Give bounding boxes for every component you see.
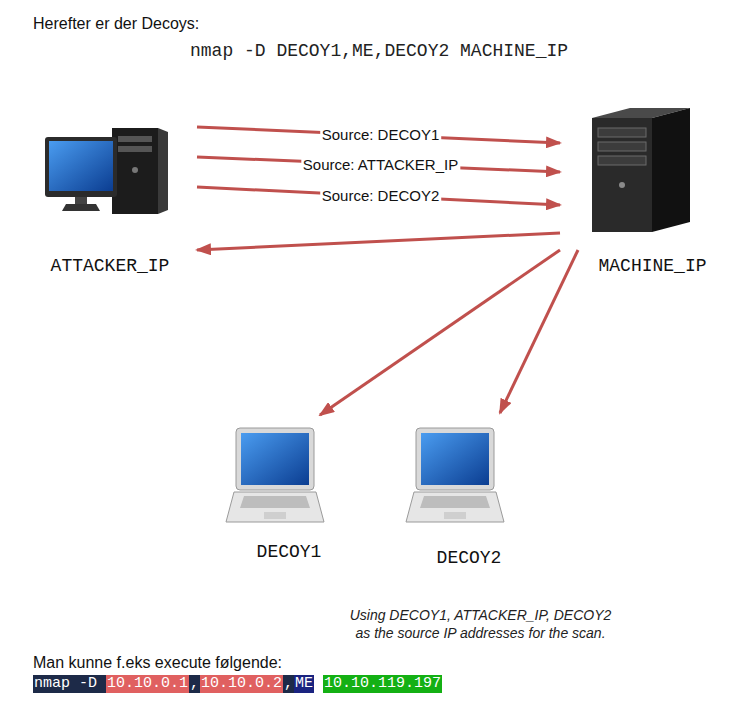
decoy-laptop: DECOY1 <box>225 415 353 565</box>
desktop-computer-icon <box>45 128 168 214</box>
packet-arrow <box>320 250 560 415</box>
laptop-touchpad <box>264 512 286 519</box>
drive-bay <box>118 136 152 142</box>
decoy-ip: 10.10.0.1 <box>106 675 189 693</box>
laptop-keyboard <box>240 496 310 508</box>
laptop-touchpad <box>444 512 466 519</box>
monitor-base <box>62 204 100 211</box>
server-side <box>652 108 690 232</box>
command-token: nmap -D <box>33 675 106 693</box>
packet-arrow <box>197 233 560 250</box>
packet-arrow <box>197 187 560 205</box>
target-server: MACHINE_IP <box>585 105 720 280</box>
laptop-icon <box>406 428 504 522</box>
drive-bay <box>598 142 646 151</box>
monitor-bezel <box>45 137 117 197</box>
page-title: Herefter er der Decoys: <box>33 14 199 34</box>
node-label: DECOY1 <box>257 541 322 563</box>
attacker-computer: ATTACKER_IP <box>40 125 180 280</box>
edge-label: Source: ATTACKER_IP <box>301 156 460 174</box>
laptop-lid <box>236 428 314 490</box>
laptop-keyboard <box>420 496 490 508</box>
pc-tower-side <box>158 128 168 214</box>
intro-text: Man kunne f.eks execute følgende: <box>33 653 282 673</box>
laptop-base <box>406 492 504 522</box>
laptop-screen <box>241 433 309 485</box>
monitor-screen <box>49 141 113 191</box>
server-icon <box>592 108 690 232</box>
caption: Using DECOY1, ATTACKER_IP, DECOY2 as the… <box>343 606 618 642</box>
command-line: nmap -D10.10.0.1,10.10.0.2,ME10.10.119.1… <box>33 675 442 693</box>
server-front <box>592 118 652 232</box>
pc-tower <box>112 128 158 214</box>
edge-label: Source: DECOY2 <box>320 187 442 205</box>
laptop-icon <box>226 428 324 522</box>
decoy-laptop: DECOY2 <box>405 415 533 571</box>
power-button <box>132 167 138 173</box>
node-label: MACHINE_IP <box>598 255 706 277</box>
power-button <box>619 182 625 188</box>
separator: , <box>283 675 294 693</box>
laptop-lid <box>416 428 494 490</box>
separator: , <box>189 675 200 693</box>
drive-bay <box>118 146 152 152</box>
decoy-ip: 10.10.0.2 <box>200 675 283 693</box>
drive-bay <box>598 156 646 165</box>
command-example: nmap -D DECOY1,ME,DECOY2 MACHINE_IP <box>190 40 568 62</box>
drive-bay <box>598 128 646 137</box>
node-label: ATTACKER_IP <box>51 255 170 277</box>
packet-arrow <box>500 250 578 413</box>
laptop-base <box>226 492 324 522</box>
node-label: DECOY2 <box>437 547 502 569</box>
monitor-neck <box>75 197 87 205</box>
me-token: ME <box>294 675 314 693</box>
packet-arrow <box>197 127 560 143</box>
laptop-screen <box>421 433 489 485</box>
target-ip: 10.10.119.197 <box>323 675 442 693</box>
edge-label: Source: DECOY1 <box>320 126 442 144</box>
